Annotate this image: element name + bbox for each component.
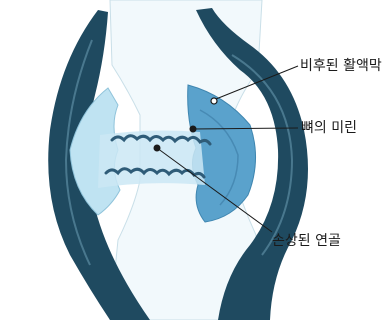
synovium-label: 비후된 활액막 — [300, 58, 382, 74]
bone-spur-label: 뼈의 미린 — [301, 120, 357, 136]
cartilage-label: 손상된 연골 — [272, 233, 341, 249]
